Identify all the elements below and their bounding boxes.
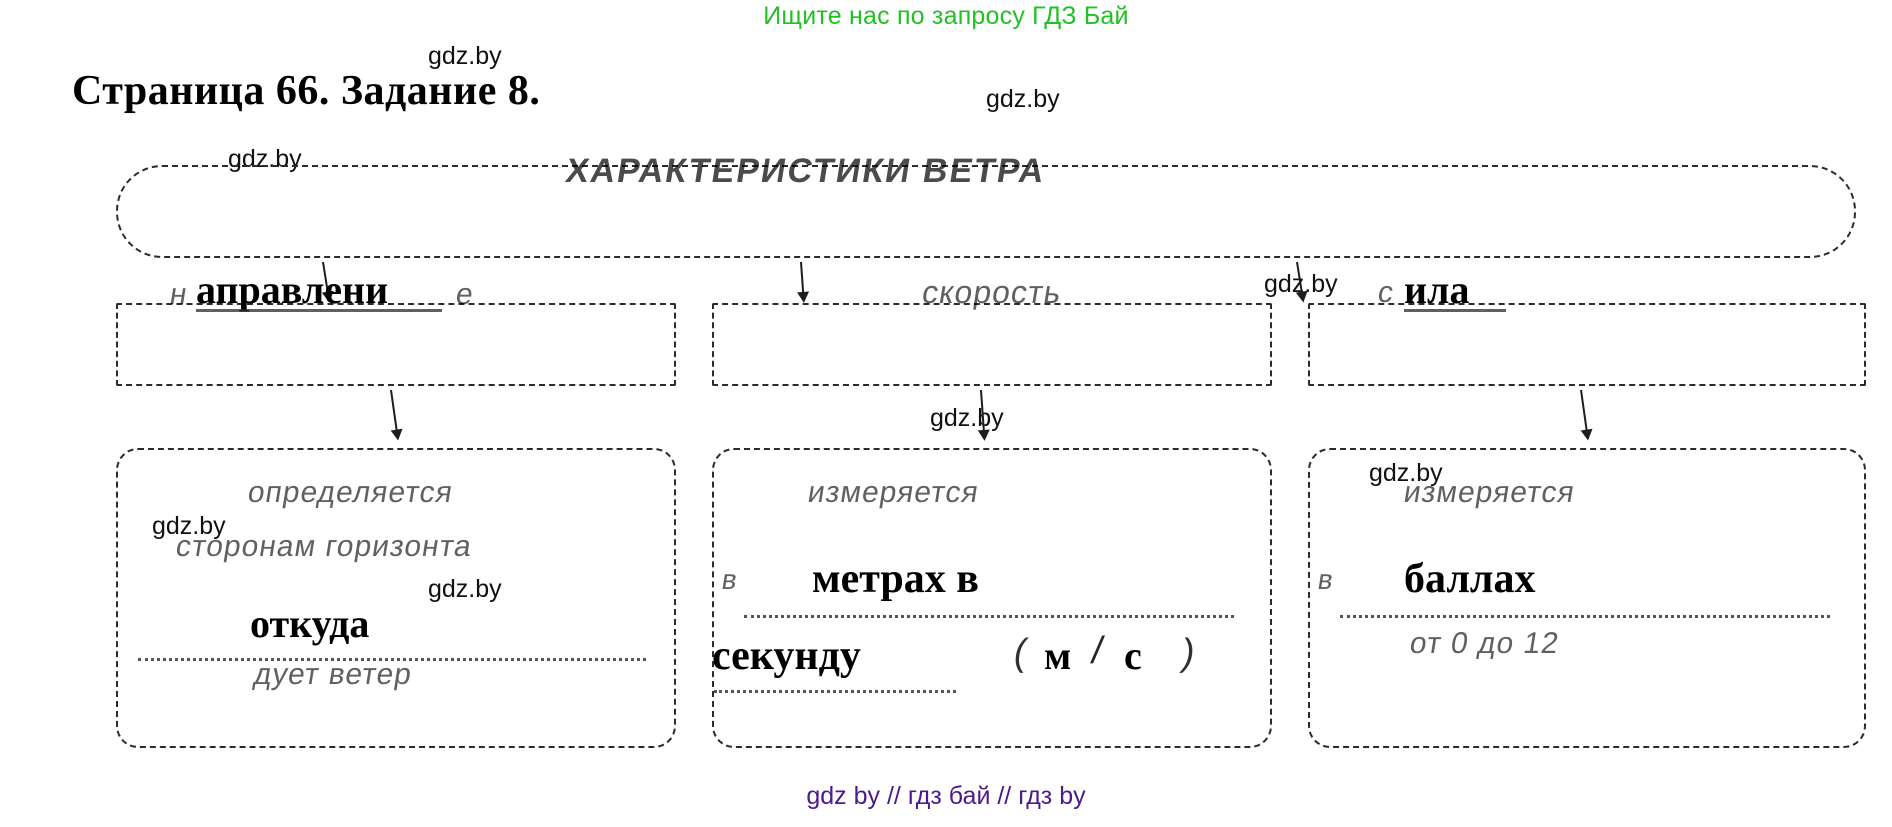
- branch-speed-unit-numerator: м: [1044, 633, 1072, 678]
- watermark-gdz-by: gdz.by: [986, 85, 1060, 113]
- branch-force-answer-rule: [1340, 615, 1830, 618]
- diagram-root-box: [116, 165, 1856, 258]
- arrow-force-to-detail: [1580, 389, 1588, 432]
- branch-speed-unit-denominator: с: [1124, 633, 1142, 678]
- branch-speed-answer-rule-2: [714, 690, 956, 693]
- branch-direction-answer-1: откуда: [250, 601, 370, 646]
- branch-direction-heading-written: аправлени: [196, 267, 389, 312]
- branch-speed-detail-box: [712, 448, 1272, 748]
- promo-footer-text: gdz by // гдз бай // гдз by: [806, 782, 1086, 810]
- branch-force-answer-1: баллах: [1404, 556, 1536, 602]
- branch-direction-detail-box: [116, 448, 676, 748]
- arrow-root-to-force: [1296, 261, 1303, 294]
- branch-force-heading-rule: [1404, 309, 1506, 312]
- branch-force-heading-box: [1308, 303, 1866, 386]
- branch-speed-answer-1: метрах в: [812, 556, 979, 602]
- branch-speed-heading-box: [712, 303, 1272, 386]
- branch-direction-heading-box: [116, 303, 676, 386]
- page-title: Страница 66. Задание 8.: [72, 68, 541, 114]
- branch-speed-answer-rule-1: [744, 615, 1234, 618]
- arrow-root-to-speed: [800, 261, 805, 294]
- branch-speed-answer-2: секунду: [712, 633, 861, 679]
- arrow-speed-to-detail: [980, 389, 985, 432]
- branch-force-detail-box: [1308, 448, 1866, 748]
- arrow-direction-to-detail: [390, 389, 398, 432]
- branch-direction-heading-rule: [196, 309, 442, 312]
- branch-direction-answer-rule: [138, 658, 646, 661]
- watermark-gdz-by: gdz.by: [930, 404, 1004, 432]
- branch-force-heading-written: ила: [1404, 267, 1470, 312]
- promo-header-text: Ищите нас по запросу ГДЗ Бай: [763, 2, 1129, 30]
